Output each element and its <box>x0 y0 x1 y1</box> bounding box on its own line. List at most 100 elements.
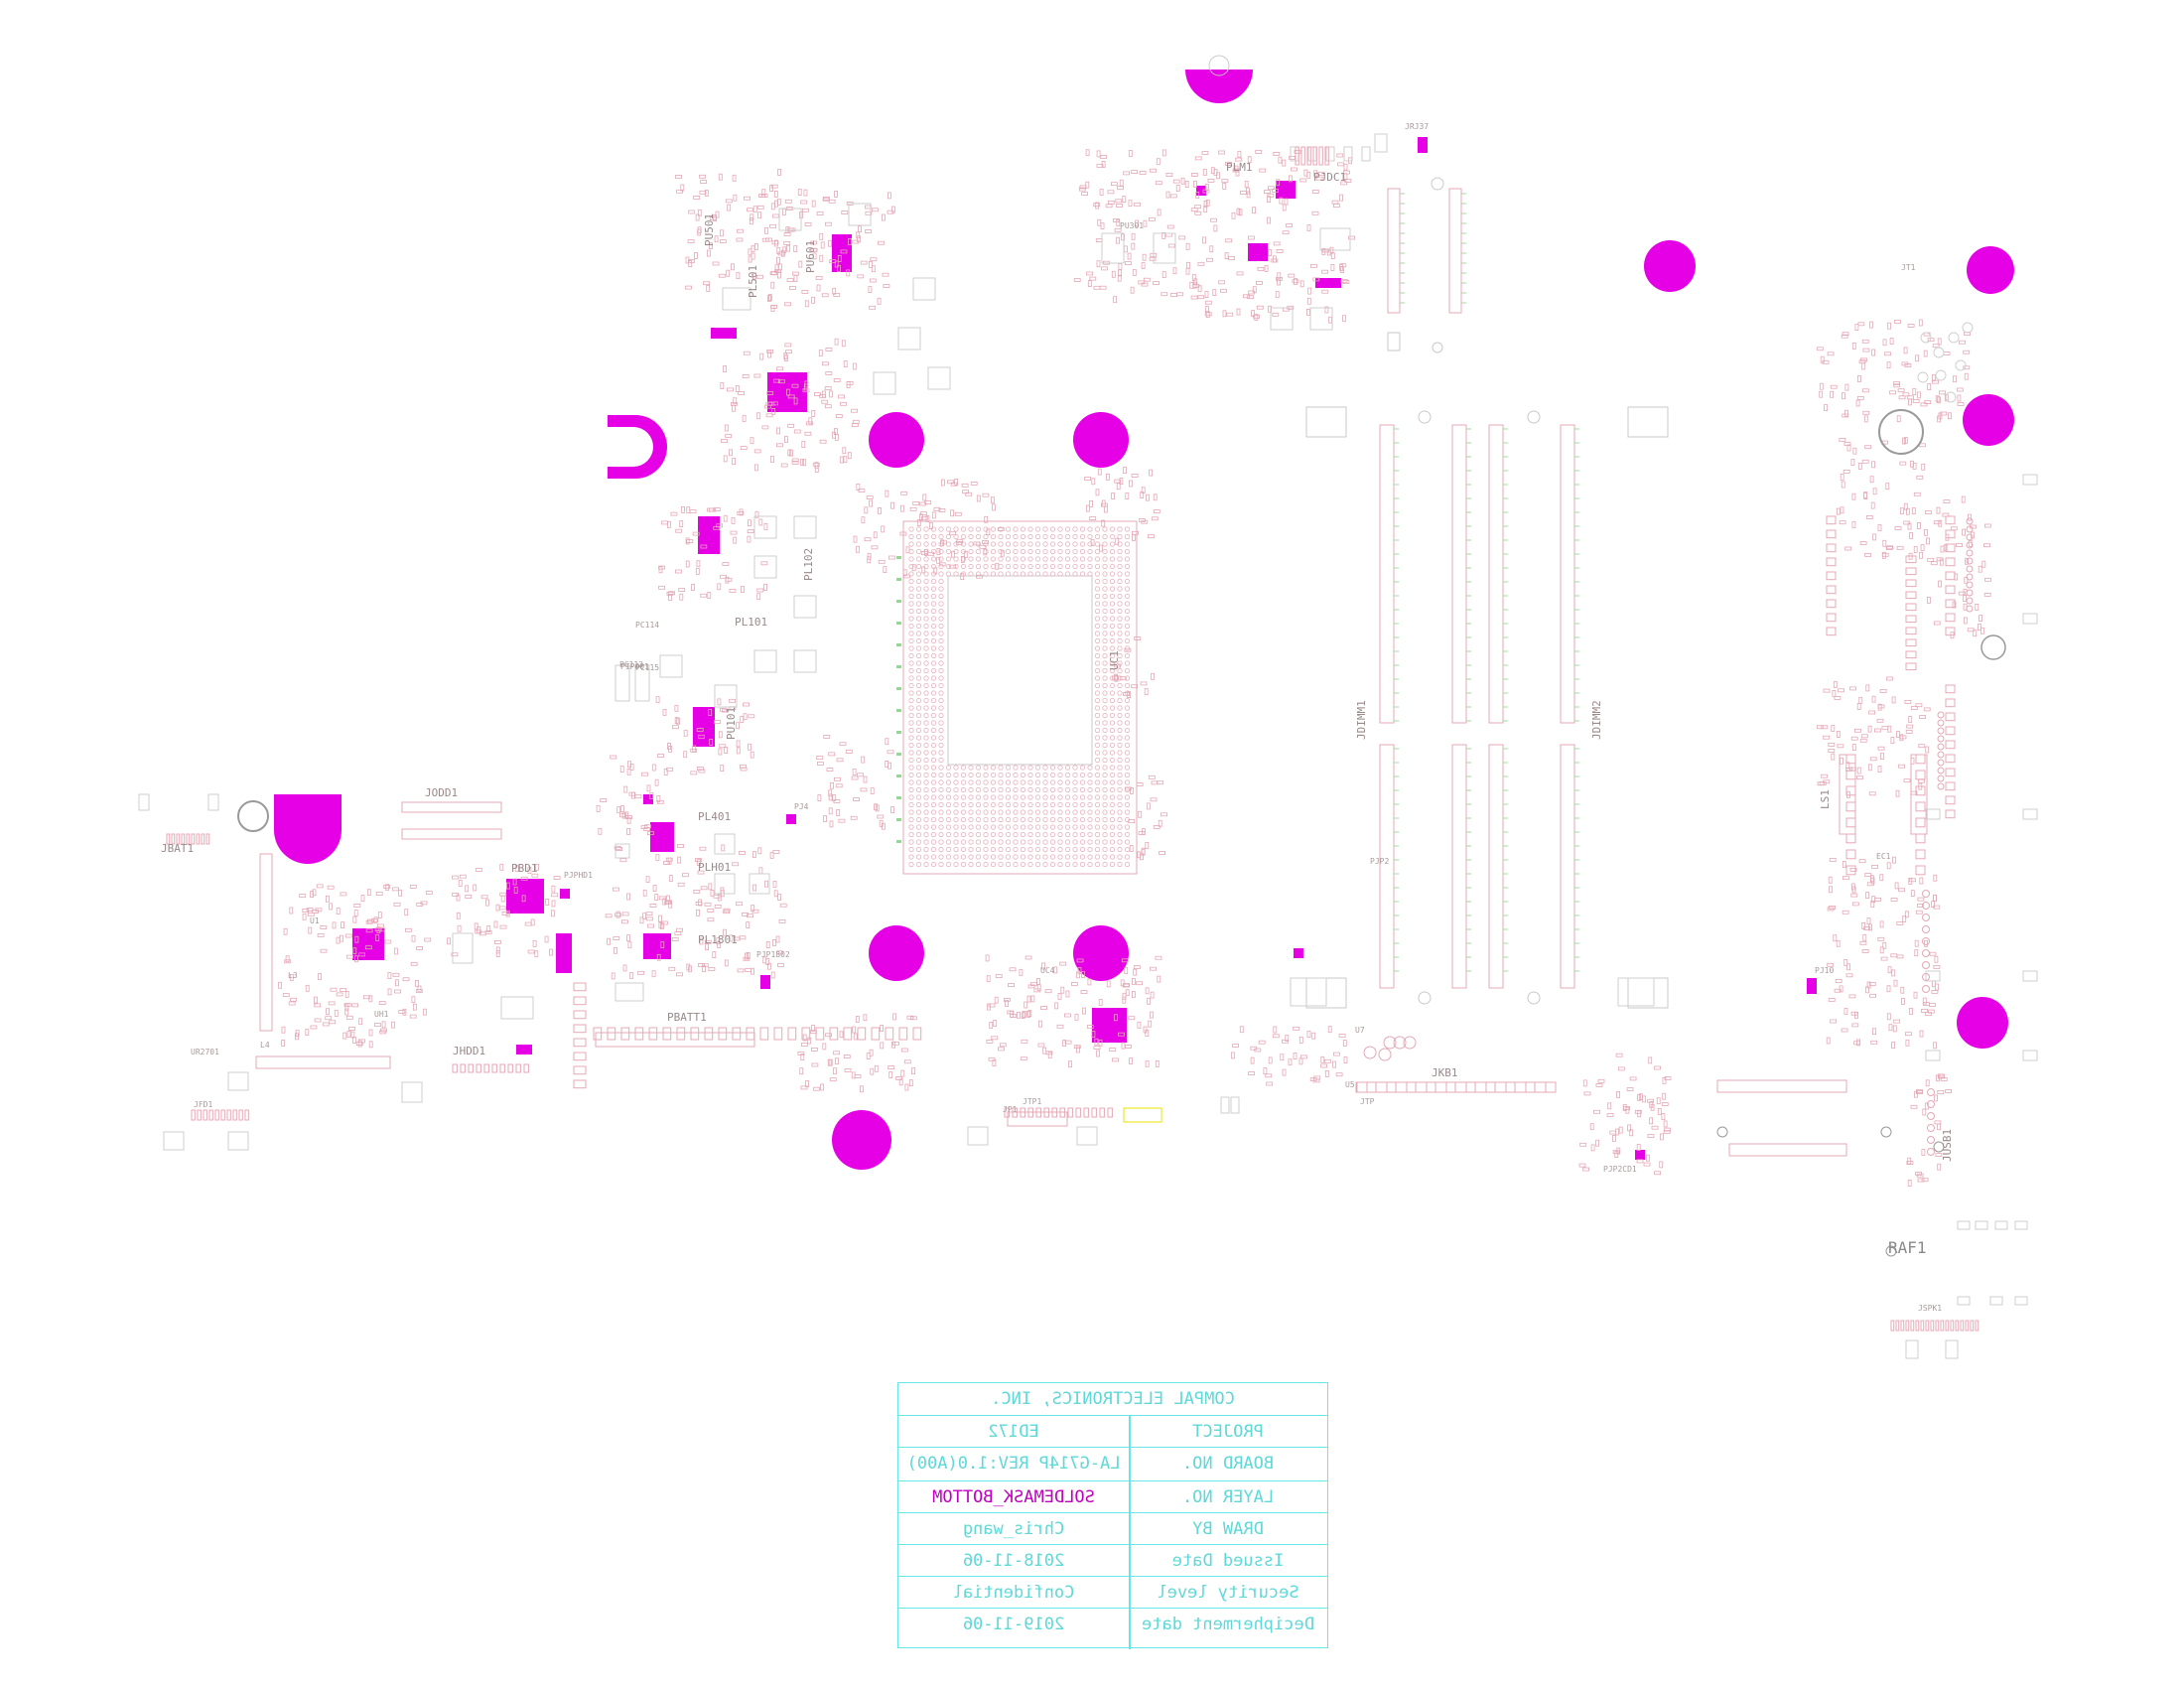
bga-ball <box>990 533 997 540</box>
smd-pad <box>1914 949 1919 956</box>
smd-pad <box>498 906 506 911</box>
smd-pad <box>1121 233 1125 241</box>
smd-pad <box>1255 150 1263 154</box>
smd-pad <box>1876 718 1884 723</box>
bga-ball <box>968 861 974 868</box>
bga-ball <box>923 757 929 764</box>
connector-pin <box>857 1027 867 1041</box>
smd-pad <box>1902 437 1906 445</box>
bga-ball <box>1013 839 1019 845</box>
smd-pad <box>1872 533 1877 541</box>
smd-pad <box>531 873 539 878</box>
smd-pad <box>1627 1124 1631 1132</box>
bga-ball <box>945 779 952 785</box>
smd-pad <box>423 1008 427 1016</box>
bga-ball <box>908 645 914 651</box>
smd-pad <box>1313 170 1318 178</box>
bga-ball <box>915 861 922 868</box>
smd-pad <box>1122 992 1127 1000</box>
smd-pad <box>1099 544 1103 552</box>
smd-pad <box>1122 196 1127 204</box>
smd-pad <box>1267 196 1271 204</box>
smd-pad <box>867 552 872 560</box>
smd-pad <box>760 561 768 566</box>
round-pad <box>1937 767 1945 774</box>
bga-ball <box>923 645 929 651</box>
smd-pad <box>822 361 829 366</box>
smd-pad <box>709 507 716 512</box>
smd-pad <box>1293 1053 1297 1059</box>
connector-pin <box>1895 1320 1900 1332</box>
smd-pad <box>535 864 539 871</box>
smd-pad <box>777 271 781 279</box>
smd-pad <box>1903 778 1911 783</box>
smd-pad <box>1204 291 1209 299</box>
title-row-project: PROJECT ED172 <box>898 1415 1327 1447</box>
connector-pin <box>201 833 205 845</box>
smd-pad <box>1348 235 1355 240</box>
smd-pad <box>702 965 706 972</box>
smd-pad <box>727 204 732 211</box>
smd-pad <box>649 904 657 908</box>
smd-pad <box>1121 958 1129 963</box>
bga-ball <box>1013 846 1019 853</box>
smd-pad <box>735 385 740 392</box>
bga-ball <box>1057 772 1063 778</box>
bga-ball <box>908 816 914 823</box>
bga-ball <box>1117 645 1123 651</box>
smd-pad <box>625 815 632 819</box>
smd-pad <box>1160 812 1167 817</box>
smd-pad <box>1833 681 1838 688</box>
smd-pad <box>1268 249 1272 256</box>
smd-pad <box>1958 591 1966 596</box>
smd-pad <box>1080 990 1088 994</box>
smd-pad <box>656 799 664 804</box>
bga-ball <box>923 824 929 830</box>
smd-pad <box>320 948 328 953</box>
smd-pad <box>804 222 812 226</box>
bga-ball <box>938 578 944 585</box>
bga-ball <box>1117 854 1123 860</box>
pad-stack <box>1905 555 1917 564</box>
smd-pad <box>1872 1028 1876 1036</box>
smd-pad <box>1896 954 1904 959</box>
smd-pad <box>1589 1123 1594 1131</box>
smd-pad <box>925 515 930 522</box>
test-pad <box>896 643 901 646</box>
smd-pad <box>1096 260 1101 268</box>
pad-stack <box>1826 529 1837 539</box>
bga-ball <box>1072 816 1078 823</box>
smd-pad <box>1829 858 1837 862</box>
smd-pad <box>409 885 417 889</box>
component-outline <box>753 515 777 539</box>
connector-pin <box>507 1063 513 1073</box>
pad-stack <box>1905 650 1917 659</box>
smd-pad <box>1819 382 1824 390</box>
smd-pad <box>873 531 878 539</box>
bga-ball <box>1117 839 1123 845</box>
bga-ball <box>1079 809 1086 815</box>
bga-ball <box>1027 779 1033 785</box>
smd-pad <box>933 506 941 511</box>
smd-pad <box>688 259 695 263</box>
bga-ball <box>1094 675 1101 681</box>
mounting-hole <box>274 794 341 864</box>
smd-pad <box>1893 1019 1901 1024</box>
smd-pad <box>793 274 798 282</box>
label-pu101: PU101 <box>725 707 738 740</box>
smd-pad <box>961 483 969 488</box>
connector-pin <box>523 1063 529 1073</box>
bga-ball <box>915 816 922 823</box>
connector-pin <box>1004 1107 1010 1118</box>
bga-ball <box>1042 571 1048 577</box>
smd-pad <box>1927 597 1931 604</box>
smd-pad <box>1838 688 1844 693</box>
smd-pad <box>1973 630 1978 637</box>
smd-pad <box>336 992 343 997</box>
mounting-hole <box>1644 240 1696 292</box>
bga-ball <box>930 861 937 868</box>
bga-ball <box>1057 556 1063 562</box>
smd-pad <box>1146 493 1150 501</box>
bga-ball <box>960 541 967 547</box>
bga-ball <box>968 816 974 823</box>
